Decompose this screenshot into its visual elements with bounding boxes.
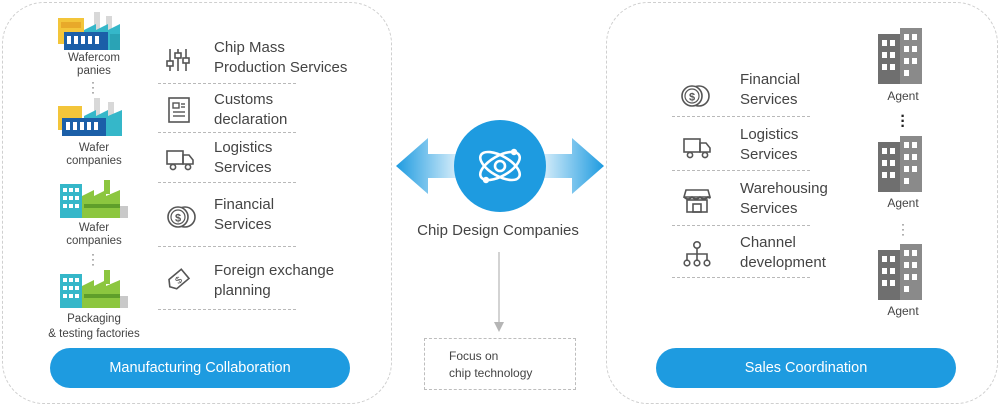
agent-label: Agent — [887, 196, 919, 210]
coins-icon: $ — [167, 206, 196, 228]
manufacturing-collaboration-button[interactable]: Manufacturing Collaboration — [50, 348, 350, 388]
factory-icon — [60, 270, 128, 308]
factory-icon — [58, 98, 122, 136]
divider — [158, 83, 296, 84]
factory-label: Wafercom panies — [68, 52, 120, 77]
chip-design-icon — [454, 120, 546, 212]
service-label: Logistics Services — [214, 139, 273, 176]
svg-text:$: $ — [174, 275, 186, 287]
vertical-ellipsis: ··· — [900, 108, 906, 135]
svg-text:$: $ — [175, 213, 181, 225]
bidirectional-arrow — [396, 138, 604, 194]
service-label: Warehousing Services — [740, 180, 828, 217]
service-label: Customs declaration — [214, 91, 288, 128]
service-label: Financial Services — [740, 71, 801, 108]
divider — [672, 116, 810, 117]
focus-box: Focus on chip technology — [424, 338, 576, 390]
sales-coordination-button[interactable]: Sales Coordination — [656, 348, 956, 388]
store-icon — [683, 189, 711, 213]
building-icon — [878, 136, 922, 192]
service-label: Foreign exchange planning — [214, 262, 335, 299]
truck-icon — [683, 138, 711, 159]
down-arrow — [494, 252, 504, 332]
coins-icon: $ — [681, 85, 710, 107]
divider — [158, 182, 296, 183]
divider — [672, 277, 810, 278]
divider — [158, 132, 296, 133]
agent-label: Agent — [887, 89, 919, 103]
sales-panel — [606, 2, 998, 404]
vertical-ellipsis: ··· — [91, 75, 95, 99]
divider — [672, 225, 810, 226]
service-label: Channel development — [740, 234, 826, 271]
service-label: Chip Mass Production Services — [214, 39, 348, 76]
service-label: Logistics Services — [740, 126, 799, 163]
factory-label: Wafer companies — [66, 222, 122, 247]
divider — [672, 170, 810, 171]
sliders-icon — [166, 49, 190, 71]
service-label: Financial Services — [214, 196, 275, 233]
truck-icon — [166, 150, 194, 171]
factory-icon — [58, 12, 120, 50]
focus-text: chip technology — [449, 366, 533, 380]
divider — [158, 246, 296, 247]
vertical-ellipsis: ··· — [901, 217, 905, 241]
factory-label: Packaging & testing factories — [48, 313, 140, 340]
vertical-ellipsis: ··· — [91, 247, 95, 271]
focus-text: Focus on — [449, 349, 499, 363]
divider — [158, 309, 296, 310]
agent-label: Agent — [887, 304, 919, 318]
building-icon — [878, 28, 922, 84]
factory-label: Wafer companies — [66, 142, 122, 167]
building-icon — [878, 244, 922, 300]
document-icon — [168, 97, 190, 123]
currency-tag-icon: $ — [168, 268, 191, 290]
hierarchy-icon — [683, 240, 711, 267]
chip-design-companies-title: Chip Design Companies — [417, 222, 579, 239]
factory-icon — [60, 180, 128, 218]
svg-text:$: $ — [689, 92, 695, 104]
